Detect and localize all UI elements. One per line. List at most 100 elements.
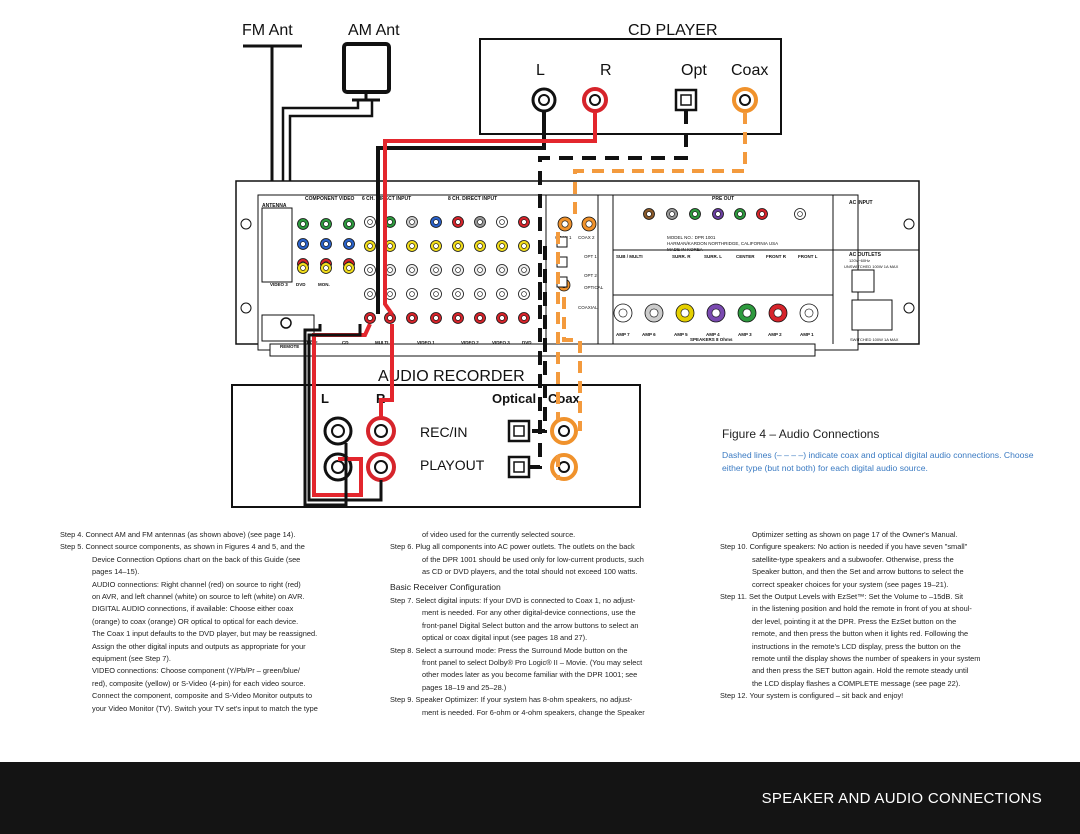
cd-r-label: R [600,62,612,79]
panel-jack [689,208,701,220]
ac-rating-label: 120V~60Hz [849,258,870,263]
video3-label: VIDEO 3 [270,282,288,287]
rec-in-label: REC/IN [420,424,467,440]
instruction-line: of video used for the currently selected… [422,530,576,539]
cd-l-label: L [536,62,545,79]
video1-label: VIDEO 1 [417,340,435,345]
fm-antenna-label: FM Ant [242,22,293,39]
panel-jack [496,312,508,324]
panel-jack [496,288,508,300]
am-loop-antenna-icon [342,42,391,102]
instruction-line: ment is needed. For 6-ohm or 4-ohm speak… [422,707,645,717]
panel-jack [675,303,695,323]
front-l-label: FRONT L [798,254,818,259]
panel-jack [734,208,746,220]
amp1-label: AMP 1 [800,332,814,337]
panel-jack [518,264,530,276]
instruction-line: Device Connection Options chart on the b… [92,554,301,564]
panel-jack [452,216,464,228]
panel-jack [406,264,418,276]
panel-jack [666,208,678,220]
instruction-line: other modes later as you become familiar… [422,670,638,680]
instructions-column-3: Optimizer setting as shown on page 17 of… [720,529,1040,703]
panel-jack [406,288,418,300]
panel-jack [406,240,418,252]
panel-jack [518,240,530,252]
dvd-bottom-label: DVD [522,340,532,345]
cd-player-box [479,38,782,135]
cd-left-audio-cable [376,112,546,314]
connection-diagram: FM Ant AM Ant CD PLAYER L R Opt Coax [231,22,920,508]
panel-jack [297,238,309,250]
instruction-line: Step 8. Select a surround mode: Press th… [390,645,628,655]
panel-jack [452,288,464,300]
audio-recorder-label: AUDIO RECORDER [378,368,525,385]
cd-coax-cable [573,112,747,218]
panel-jack [452,312,464,324]
instruction-line: front panel to select Dolby® Pro Logic® … [422,658,643,668]
optical-out-label: OPTICAL [584,285,604,290]
cd-right-jack [582,87,608,113]
rec-l-label: L [321,391,329,406]
surr-l-label: SURR. L [704,254,722,259]
model-label: MODEL NO.: DPR 1001 [667,235,716,240]
panel-jack [712,208,724,220]
panel-jack [384,240,396,252]
cd-coax-jack [732,87,758,113]
panel-jack [343,238,355,250]
play-left-cable [303,324,348,507]
play-out-coax-jack [550,453,578,481]
panel-jack [518,288,530,300]
panel-jack [384,264,396,276]
instruction-line: Step 5. Connect source components, as sh… [60,542,305,552]
eight-ch-input-label: 8 CH. DIRECT INPUT [448,196,497,202]
instruction-line: as CD or DVD players, and the total shou… [422,567,638,577]
tape-label: TAPE [306,340,318,345]
panel-jack [364,216,376,228]
surr-r-label: SURR. R [672,254,691,259]
instruction-line: Step 7. Select digital inputs: If your D… [390,596,636,606]
cd-optical-label: Opt [681,62,707,79]
rec-right-cable [307,324,383,502]
play-out-right-jack [366,452,396,482]
instruction-line: pages 14–15). [92,567,140,577]
panel-jack [364,264,376,276]
front-r-label: FRONT R [766,254,787,259]
ac-outlets-label: AC OUTLETS [849,252,882,258]
panel-jack [794,208,806,220]
play-out-label: PLAYOUT [420,457,485,473]
panel-jack [320,262,332,274]
instruction-line: remote until the display shows the numbe… [752,654,981,664]
amp2-label: AMP 2 [768,332,782,337]
panel-jack [364,288,376,300]
coaxial-out-label: COAXIAL [578,305,598,310]
panel-jack [343,218,355,230]
instruction-line: remote, and then press the button when i… [752,629,969,639]
audio-recorder-box [231,384,641,508]
instruction-line: your Video Monitor (TV). Switch your TV … [92,703,318,713]
panel-jack [430,216,442,228]
instruction-line: Step 12. Your system is configured – sit… [720,691,904,701]
panel-jack [474,288,486,300]
cd-coax-label: Coax [731,62,768,79]
instruction-line: correct speaker choices for your system … [752,579,949,589]
coax2-input-jack [581,216,597,232]
video2-label: VIDEO 2 [461,340,479,345]
instruction-line: in the listening position and hold the r… [752,604,972,614]
panel-jack [496,240,508,252]
panel-jack [474,312,486,324]
page-footer: SPEAKER AND AUDIO CONNECTIONS [0,762,1080,834]
panel-jack [384,216,396,228]
amp3-label: AMP 3 [738,332,752,337]
panel-jack [430,264,442,276]
panel-jack [320,238,332,250]
instruction-line: AUDIO connections: Right channel (red) o… [92,579,301,589]
panel-jack [706,303,726,323]
cd-optical-cable [538,110,688,314]
instruction-line: Speaker button, and then the Set and arr… [752,567,964,577]
instruction-line: der level, pointing it at the DPR. Press… [752,616,957,626]
cd-right-audio-cable [383,112,597,316]
panel-jack [452,240,464,252]
figure-caption: Figure 4 – Audio Connections Dashed line… [722,427,1042,475]
panel-jack [406,312,418,324]
